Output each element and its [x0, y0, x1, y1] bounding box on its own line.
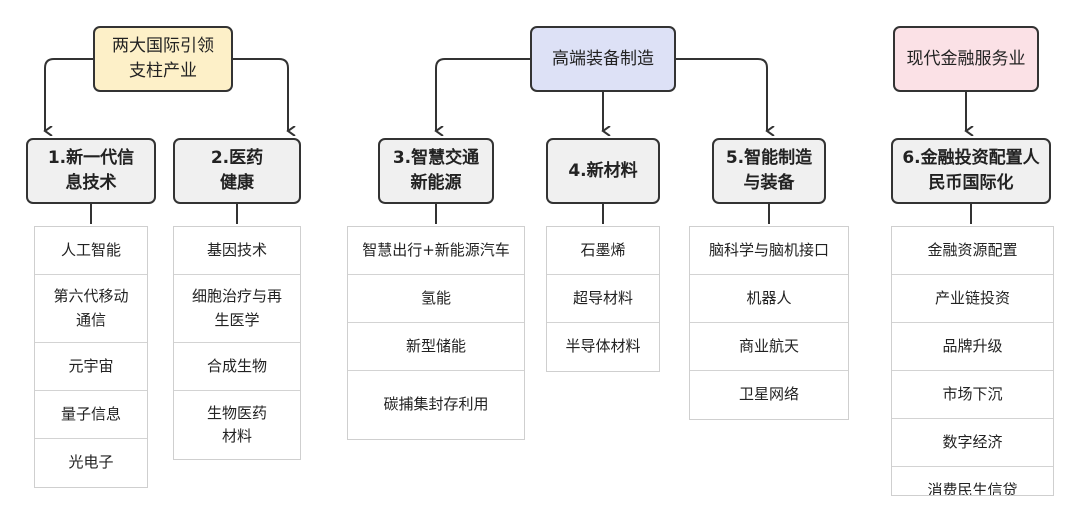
arrow-s1-c1 [45, 58, 93, 131]
list-item: 人工智能 [35, 227, 147, 275]
category-box-c3: 3.智慧交通新能源 [378, 138, 494, 204]
category-box-c6: 6.金融投资配置人民币国际化 [891, 138, 1051, 204]
list-item: 石墨烯 [547, 227, 659, 275]
list-item: 品牌升级 [892, 323, 1053, 371]
list-item: 产业链投资 [892, 275, 1053, 323]
item-list-c5: 脑科学与脑机接口机器人商业航天卫星网络 [689, 226, 849, 420]
category-title: 6.金融投资配置人民币国际化 [902, 148, 1040, 193]
source-label: 两大国际引领支柱产业 [112, 36, 214, 81]
list-item: 智慧出行+新能源汽车 [348, 227, 524, 275]
category-title: 4.新材料 [568, 160, 638, 181]
arrow-s1-c2 [233, 58, 288, 131]
list-item: 生物医药材料 [206, 403, 267, 445]
source-box-s1: 两大国际引领支柱产业 [93, 26, 233, 92]
list-item: 超导材料 [547, 275, 659, 323]
category-box-c5: 5.智能制造与装备 [712, 138, 826, 204]
source-box-s2: 高端装备制造 [530, 26, 676, 92]
item-list-c3: 智慧出行+新能源汽车氢能新型储能碳捕集封存利用 [347, 226, 525, 440]
list-item: 光电子 [68, 453, 114, 472]
category-box-c4: 4.新材料 [546, 138, 660, 204]
arrow-s2-c3 [436, 58, 530, 131]
list-item: 消费民生信贷 [927, 481, 1018, 496]
source-label: 现代金融服务业 [906, 48, 1026, 69]
list-item: 第六代移动通信 [35, 275, 147, 343]
list-item: 市场下沉 [892, 371, 1053, 419]
list-item: 数字经济 [892, 419, 1053, 467]
category-box-c1: 1.新一代信息技术 [26, 138, 156, 204]
list-item: 基因技术 [174, 227, 300, 275]
item-list-c6: 金融资源配置产业链投资品牌升级市场下沉数字经济消费民生信贷 [891, 226, 1054, 496]
arrow-s2-c5 [676, 58, 767, 131]
list-item: 新型储能 [348, 323, 524, 371]
category-title: 5.智能制造与装备 [725, 148, 813, 193]
category-title: 2.医药健康 [210, 148, 264, 193]
source-label: 高端装备制造 [552, 48, 654, 69]
list-item: 卫星网络 [738, 385, 799, 404]
item-list-c2: 基因技术细胞治疗与再生医学合成生物生物医药材料 [173, 226, 301, 460]
list-item: 细胞治疗与再生医学 [174, 275, 300, 343]
category-title: 1.新一代信息技术 [47, 148, 135, 193]
list-item: 半导体材料 [565, 337, 641, 356]
category-title: 3.智慧交通新能源 [392, 148, 480, 193]
list-item: 合成生物 [174, 343, 300, 391]
list-item: 氢能 [348, 275, 524, 323]
list-item: 碳捕集封存利用 [383, 395, 489, 414]
list-item: 脑科学与脑机接口 [690, 227, 848, 275]
item-list-c1: 人工智能第六代移动通信元宇宙量子信息光电子 [34, 226, 148, 488]
list-item: 量子信息 [35, 391, 147, 439]
list-item: 元宇宙 [35, 343, 147, 391]
list-item: 机器人 [690, 275, 848, 323]
item-list-c4: 石墨烯超导材料半导体材料 [546, 226, 660, 372]
list-item: 商业航天 [690, 323, 848, 371]
list-item: 金融资源配置 [892, 227, 1053, 275]
category-box-c2: 2.医药健康 [173, 138, 301, 204]
source-box-s3: 现代金融服务业 [893, 26, 1039, 92]
